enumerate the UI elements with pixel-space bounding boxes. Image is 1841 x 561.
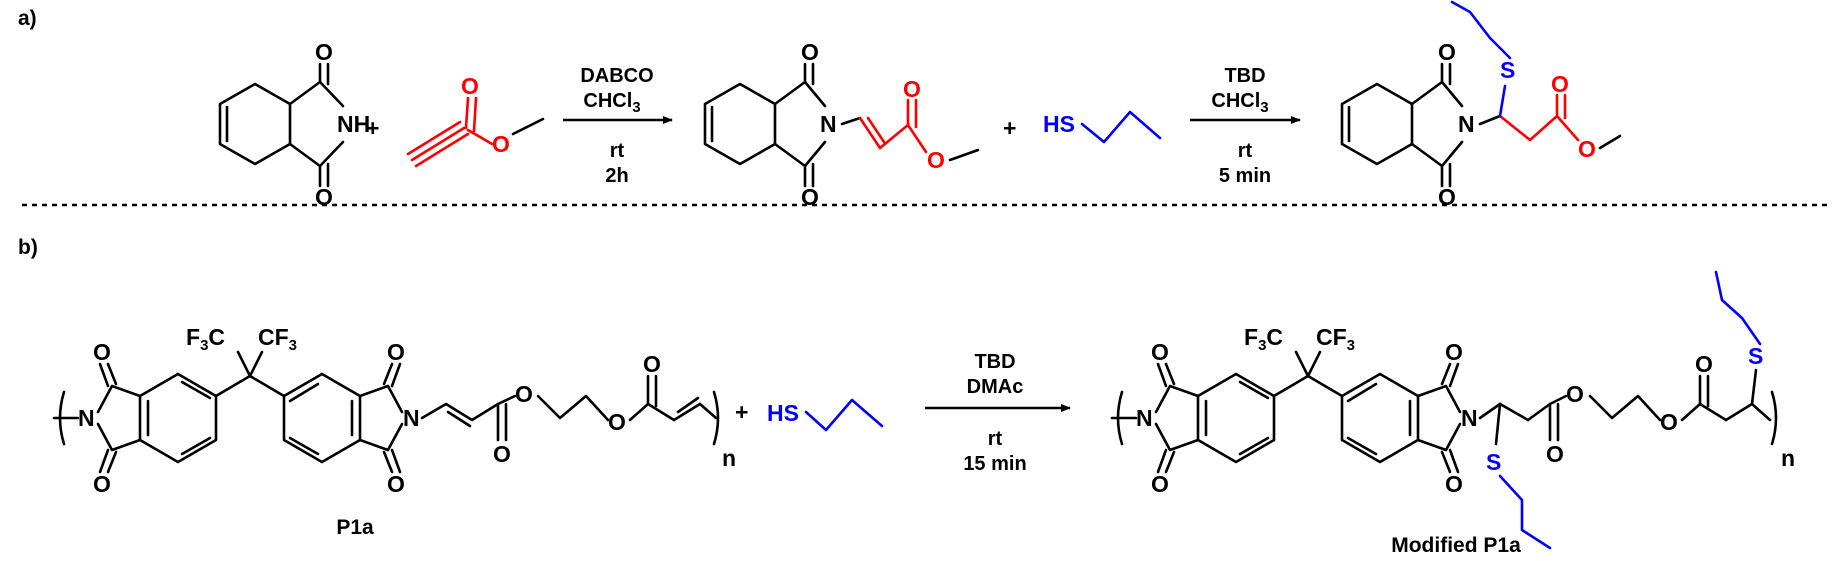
panel-label-b: b) (18, 236, 38, 259)
plus-sign: + (366, 115, 379, 141)
condition-reagent: DABCO (580, 65, 653, 87)
atom-O: O (1445, 471, 1463, 497)
condition-reagent: TBD (974, 351, 1015, 373)
atom-N: N (820, 111, 837, 137)
atom-O: O (1660, 409, 1678, 435)
atom-O: O (1566, 381, 1584, 407)
atom-O: O (1445, 339, 1463, 365)
condition-time: 2h (605, 165, 628, 187)
atom-O: O (927, 147, 945, 173)
atom-N: N (1461, 405, 1478, 431)
atom-O: O (643, 351, 661, 377)
atom-O: O (493, 441, 511, 467)
atom-N: N (403, 405, 420, 431)
condition-solvent: DMAc (967, 376, 1024, 398)
atom-O: O (1546, 441, 1564, 467)
atom-O: O (1695, 351, 1713, 377)
atom-N: N (78, 405, 95, 431)
condition-reagent: TBD (1224, 65, 1265, 87)
condition-solvent: CHCl3 (583, 90, 640, 116)
atom-O: O (903, 76, 921, 102)
atom-O: O (1438, 39, 1456, 65)
atom-O: O (1151, 339, 1169, 365)
plus-sign: + (1003, 115, 1016, 141)
atom-S: S (1748, 343, 1763, 369)
atom-CF3: CF3 (1316, 324, 1355, 354)
reactant-methyl-propiolate: O O (406, 73, 545, 168)
repeat-n: n (722, 445, 736, 471)
product-thiol-adduct: O O N O O S (1340, 0, 1622, 210)
atom-F3C: F3C (186, 324, 225, 354)
condition-temperature: rt (610, 140, 625, 162)
atom-O: O (315, 39, 333, 65)
atom-O: O (93, 339, 111, 365)
atom-O: O (1151, 471, 1169, 497)
atom-O: O (801, 184, 819, 210)
atom-F3C: F3C (1244, 324, 1283, 354)
reactant-propanethiol: HS (1043, 110, 1162, 144)
reactant-propanethiol-b: HS (767, 398, 884, 432)
product-modified-p1a: N O O F3C CF3 O O N S (1110, 270, 1795, 550)
atom-O: O (461, 73, 479, 99)
plus-sign: + (735, 399, 748, 425)
label-modified-p1a: Modified P1a (1391, 534, 1521, 557)
atom-HS: HS (767, 400, 799, 426)
atom-O: O (1578, 136, 1596, 162)
atom-O: O (387, 339, 405, 365)
atom-NH: NH (337, 111, 370, 137)
atom-O: O (1438, 184, 1456, 210)
atom-O: O (492, 131, 510, 157)
label-p1a: P1a (336, 516, 374, 539)
atom-O: O (93, 471, 111, 497)
reactant-tetrahydrophthalimide: O O NH (218, 39, 370, 210)
atom-O: O (387, 471, 405, 497)
atom-HS: HS (1043, 111, 1075, 137)
repeat-n: n (1781, 445, 1795, 471)
atom-O: O (801, 39, 819, 65)
atom-N: N (1458, 111, 1475, 137)
atom-O: O (515, 381, 533, 407)
reactant-polymer-p1a: N O O F3C CF3 O O N (52, 324, 736, 497)
atom-N: N (1136, 405, 1153, 431)
atom-S: S (1486, 449, 1501, 475)
intermediate-n-vinyl-imide: O O N O O (703, 39, 980, 210)
panel-label-a: a) (18, 7, 37, 30)
condition-time: 15 min (963, 453, 1026, 475)
atom-O: O (1551, 71, 1569, 97)
atom-O: O (315, 184, 333, 210)
atom-O: O (608, 409, 626, 435)
condition-time: 5 min (1219, 165, 1271, 187)
atom-CF3: CF3 (258, 324, 297, 354)
condition-temperature: rt (988, 428, 1003, 450)
condition-solvent: CHCl3 (1211, 90, 1268, 116)
condition-temperature: rt (1238, 140, 1253, 162)
atom-S: S (1500, 57, 1515, 83)
